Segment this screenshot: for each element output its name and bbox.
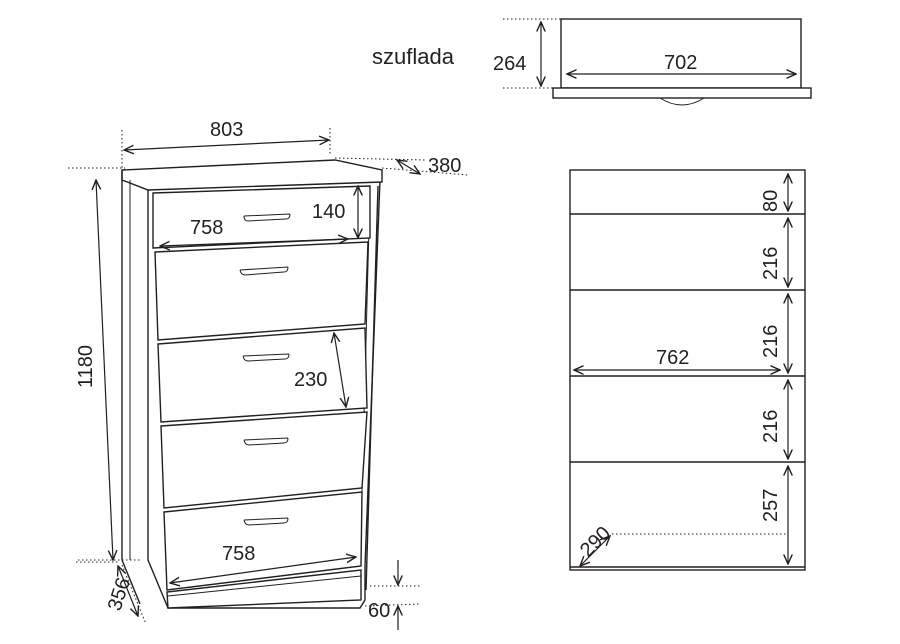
base-height-label: 60 bbox=[368, 600, 390, 622]
bottom-depth-arrow bbox=[580, 536, 610, 566]
section-4-label: 216 bbox=[760, 410, 782, 443]
drawer-handle bbox=[659, 97, 705, 106]
base-height-guide-bottom bbox=[364, 603, 421, 607]
total-height-label: 1180 bbox=[75, 345, 97, 388]
section-5-label: 257 bbox=[760, 489, 782, 522]
drawer-1-front bbox=[152, 185, 371, 249]
drawer-4-front bbox=[160, 411, 368, 509]
total-height-arrow bbox=[96, 180, 113, 560]
depth-guide-top bbox=[334, 157, 426, 161]
side-view: 80 216 216 762 216 257 290 bbox=[569, 169, 806, 571]
bottom-drawer-width-label: 758 bbox=[222, 543, 255, 565]
top-drawer-height-label: 140 bbox=[312, 201, 345, 223]
drawer-3-handle bbox=[242, 353, 290, 362]
cabinet-right-edge bbox=[365, 185, 379, 591]
drawer-2-handle bbox=[239, 266, 289, 276]
depth-label: 380 bbox=[428, 155, 461, 177]
drawer-label: szuflada bbox=[372, 44, 455, 69]
base-depth-guide-bottom bbox=[121, 564, 147, 625]
base-depth-label: 356 bbox=[104, 575, 135, 614]
inner-width-label: 762 bbox=[656, 347, 689, 369]
section-3-label: 216 bbox=[760, 325, 782, 358]
drawer-front-height-label: 230 bbox=[294, 369, 327, 391]
drawer-4-handle bbox=[243, 437, 289, 446]
top-drawer-width-label: 758 bbox=[190, 217, 223, 239]
drawer-5-handle bbox=[243, 517, 289, 526]
section-2-label: 216 bbox=[760, 247, 782, 280]
drawer-front-height-arrow bbox=[334, 333, 346, 407]
depth-arrow bbox=[397, 160, 420, 174]
drawer-front-plate bbox=[552, 87, 812, 99]
section-1-label: 80 bbox=[760, 190, 782, 212]
drawer-detail: szuflada 264 702 bbox=[372, 18, 812, 106]
drawer-2-front bbox=[154, 241, 369, 341]
bottom-drawer-width-arrow bbox=[170, 557, 356, 583]
top-width-label: 803 bbox=[210, 119, 243, 141]
plinth bbox=[166, 569, 362, 609]
drawer-width-label: 702 bbox=[664, 52, 697, 74]
drawer-3-front bbox=[157, 327, 368, 423]
drawer-height-label: 264 bbox=[493, 53, 526, 75]
top-width-arrow bbox=[124, 140, 329, 150]
cabinet-top-panel bbox=[121, 159, 383, 191]
drawer-1-handle bbox=[243, 213, 291, 222]
base-depth-arrow bbox=[118, 566, 138, 616]
front-view: 803 380 1180 758 140 230 bbox=[68, 119, 469, 630]
plinth-line bbox=[167, 575, 362, 597]
top-drawer-width-arrow bbox=[160, 239, 348, 246]
